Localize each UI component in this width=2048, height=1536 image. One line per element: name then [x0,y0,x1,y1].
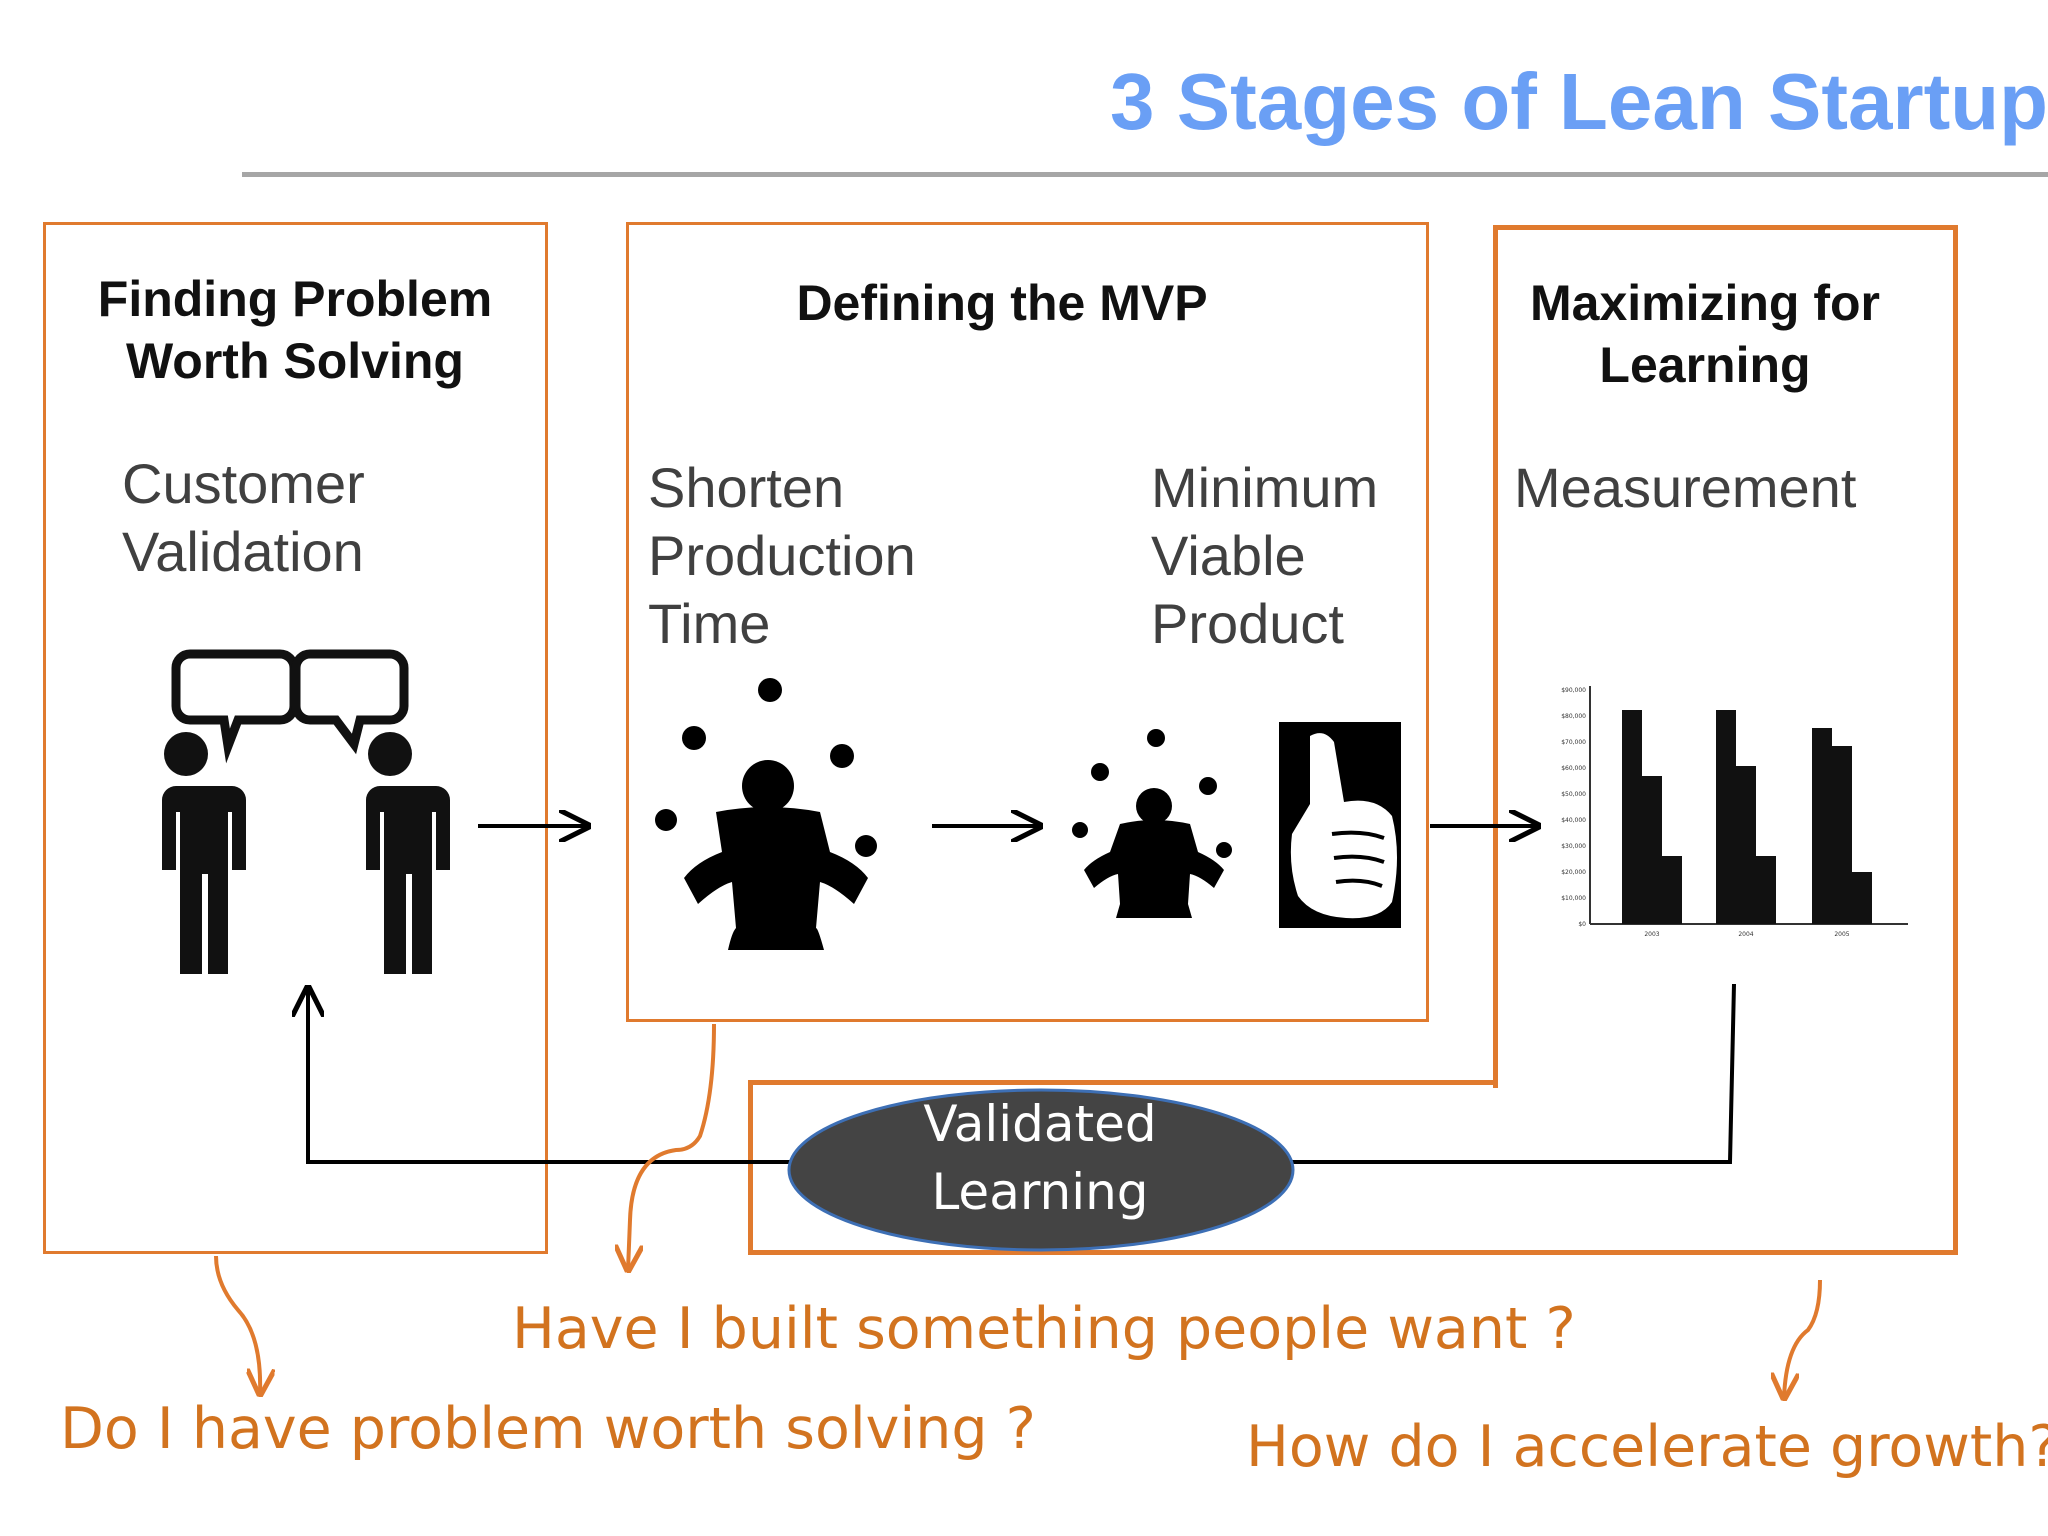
stage-1-heading-line2: Worth Solving [126,333,464,389]
mini-chart-y-tick: $90,000 [1561,687,1586,694]
chart-bar [1852,872,1872,924]
callout-arrow-q2 [628,1023,716,1270]
stage-1-sub-line2: Validation [122,520,364,583]
mini-chart-x-tick: 2005 [1834,931,1849,938]
bar-chart-icon: $90,000 $80,000 $70,000 $60,000 $50,000 $40,0… [1561,686,1908,938]
thumbs-up-icon [1279,722,1401,928]
chart-bar [1662,856,1682,924]
stage-3-box-notch [748,1080,1498,1088]
chart-bar [1622,710,1642,924]
validated-learning-label: Validated Learning [790,1090,1290,1226]
two-people-talking-icon [140,649,450,974]
stage-1-heading: Finding Problem Worth Solving [60,268,530,392]
validated-learning-line2: Learning [931,1163,1149,1221]
question-built-something-people-want: Have I built something people want ? [512,1296,1576,1362]
stage-3-heading: Maximizing for Learning [1500,272,1910,396]
stage-2-right-line3: Product [1151,592,1344,655]
stage-2-right-line2: Viable [1151,524,1306,587]
validated-learning-ellipse [787,1088,1295,1252]
stage-1-heading-line1: Finding Problem [97,271,493,327]
mini-chart-y-tick: $50,000 [1561,791,1586,798]
question-accelerate-growth: How do I accelerate growth? [1246,1414,2048,1480]
mini-chart-y-tick: $80,000 [1561,713,1586,720]
chart-bar [1812,728,1832,924]
stage-3-heading-line2: Learning [1599,337,1811,393]
stage-3-box-top [1493,225,1958,1085]
stage-3-box-bottom [748,1083,1958,1255]
stage-2-box [626,222,1429,1022]
chart-bar [1736,766,1756,924]
chart-bar [1756,856,1776,924]
stage-2-right-label: Minimum Viable Product [1151,454,1421,658]
stage-3-heading-line1: Maximizing for [1529,275,1881,331]
stage-3-sub: Measurement [1514,456,1857,519]
mini-chart-x-tick: 2003 [1644,931,1659,938]
mini-chart-y-tick: $20,000 [1561,869,1586,876]
stage-1-sub: Customer Validation [122,450,502,586]
stage-1-box [43,222,548,1254]
callout-arrow-q1 [214,1255,260,1394]
mini-chart-y-tick: $10,000 [1561,895,1586,902]
validated-learning-line1: Validated [923,1095,1157,1153]
stage-1-sub-line1: Customer [122,452,365,515]
mini-chart-x-tick: 2004 [1738,931,1753,938]
question-problem-worth-solving: Do I have problem worth solving ? [60,1396,1036,1462]
stage-2-left-line3: Time [648,592,771,655]
juggler-icon [655,678,877,950]
mini-chart-y-tick: $40,000 [1561,817,1586,824]
chart-bar [1832,746,1852,924]
small-juggler-icon [1072,729,1232,918]
mini-chart-y-tick: $0 [1578,921,1586,928]
title-divider [242,172,2048,177]
stage-2-left-line1: Shorten [648,456,845,519]
slide-title: 3 Stages of Lean Startup [1110,57,2048,146]
mini-chart-y-tick: $30,000 [1561,843,1586,850]
stage-2-heading: Defining the MVP [796,275,1208,331]
chart-bar [1642,776,1662,924]
stage-2-right-line1: Minimum [1151,456,1379,519]
mini-chart-y-tick: $70,000 [1561,739,1586,746]
chart-bar [1716,710,1736,924]
callout-arrow-q3 [1784,1279,1822,1398]
stage-2-left-line2: Production [648,524,916,587]
mini-chart-y-tick: $60,000 [1561,765,1586,772]
stage-2-left-label: Shorten Production Time [648,454,1048,658]
